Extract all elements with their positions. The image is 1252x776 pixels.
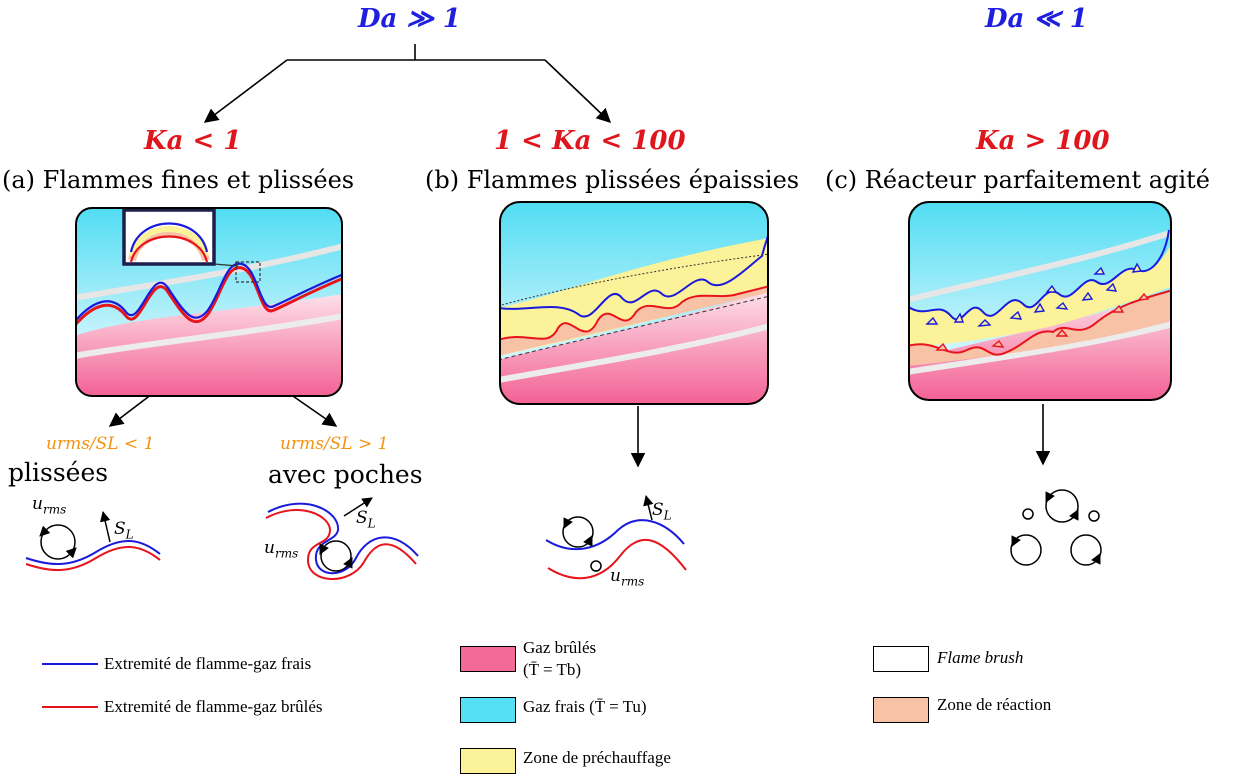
panel-b-title: (b) Flammes plissées épaissies [425,166,800,194]
wrinkled-sketch [25,510,161,572]
urms-label-2: urms [264,538,299,561]
panel-b-illustration [499,201,769,405]
sl-label-1: SL [114,519,134,542]
ka-large-label: Ka > 100 [976,126,1110,156]
legend-burnt-label: Gaz brûlés [523,638,597,657]
urms-label-1: urms [32,494,67,517]
legend-preheat-label: Zone de préchauffage [523,748,671,767]
ratio-small-label: urms/SL < 1 [46,434,155,454]
legend-reaction-label: Zone de réaction [937,695,1052,714]
legend-fresh-swatch [460,697,516,723]
da-large-label: Da ≫ 1 [358,4,461,34]
sl-label-2: SL [356,508,376,531]
ka-mid-label: 1 < Ka < 100 [494,126,686,156]
ka-small-label: Ka < 1 [144,126,242,156]
panel-a-illustration [75,207,343,397]
sl-label-3: SL [652,500,672,523]
panel-c-illustration [908,201,1172,401]
legend-line-icons [42,663,98,708]
legend-blue-line: Extremité de flamme-gaz frais [104,654,312,673]
ratio-large-label: urms/SL > 1 [280,434,389,454]
legend-burnt-swatch [460,646,516,672]
legend-fresh-label: Gaz frais (T̄ = Tu) [523,697,647,716]
legend-brush-label: Flame brush [937,648,1024,667]
panel-c-title: (c) Réacteur parfaitement agité [825,166,1210,194]
da-small-label: Da ≪ 1 [985,4,1088,34]
legend-preheat-swatch [460,748,516,774]
legend-burnt-condition: (T̄ = Tb) [523,660,582,679]
wrinkled-label: plissées [8,458,109,487]
thickened-sketch [545,494,687,580]
urms-label-3: urms [610,566,645,589]
pockets-label: avec poches [268,460,423,489]
legend-brush-swatch [873,646,929,672]
legend-red-line: Extremité de flamme-gaz brûlés [104,697,323,716]
panel-a-title: (a) Flammes fines et plissées [2,166,355,194]
legend-reaction-swatch [873,697,929,723]
stirred-sketch [1010,489,1102,566]
mini-sketches [25,489,1102,580]
pockets-sketch [265,497,419,580]
